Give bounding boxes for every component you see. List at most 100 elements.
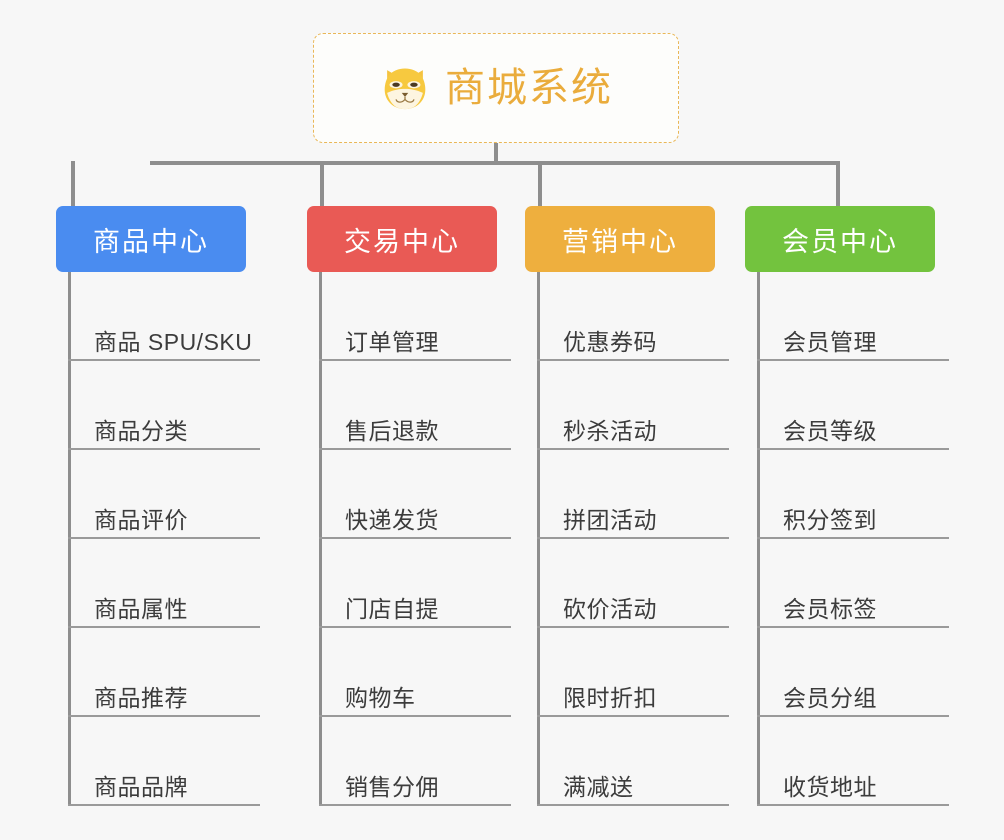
leaf-item[interactable]: 收货地址: [757, 717, 949, 806]
leaf-list-3: 会员管理 会员等级 积分签到 会员标签 会员分组 收货地址: [757, 272, 949, 806]
leaf-underline: [68, 359, 260, 361]
leaf-underline: [319, 626, 511, 628]
leaf-underline: [537, 715, 729, 717]
connector-drop-2: [538, 161, 542, 206]
leaf-label: 商品品牌: [94, 773, 188, 800]
connector-drop-3: [836, 161, 840, 206]
leaf-item[interactable]: 商品属性: [68, 539, 260, 628]
leaf-label: 门店自提: [345, 595, 439, 622]
leaf-underline: [537, 626, 729, 628]
category-label-0: 商品中心: [93, 226, 209, 257]
leaf-underline: [537, 448, 729, 450]
leaf-label: 购物车: [345, 684, 416, 711]
category-column-1: 交易中心 订单管理 售后退款 快递发货 门店自提 购物车: [307, 206, 511, 806]
leaf-label: 满减送: [563, 773, 634, 800]
leaf-item[interactable]: 会员分组: [757, 628, 949, 717]
leaf-label: 快递发货: [345, 506, 439, 533]
leaf-item[interactable]: 商品品牌: [68, 717, 260, 806]
category-label-2: 营销中心: [562, 226, 678, 257]
leaf-underline: [319, 804, 511, 806]
leaf-item[interactable]: 售后退款: [319, 361, 511, 450]
category-header-0[interactable]: 商品中心: [56, 206, 246, 272]
category-column-2: 营销中心 优惠券码 秒杀活动 拼团活动 砍价活动 限时折扣: [525, 206, 729, 806]
leaf-label: 会员等级: [783, 417, 877, 444]
leaf-underline: [319, 359, 511, 361]
leaf-item[interactable]: 积分签到: [757, 450, 949, 539]
leaf-item[interactable]: 门店自提: [319, 539, 511, 628]
category-label-3: 会员中心: [782, 226, 898, 257]
leaf-underline: [319, 715, 511, 717]
connector-drop-1: [320, 161, 324, 206]
leaf-label: 订单管理: [345, 328, 439, 355]
leaf-item[interactable]: 快递发货: [319, 450, 511, 539]
leaf-underline: [537, 804, 729, 806]
leaf-item[interactable]: 砍价活动: [537, 539, 729, 628]
connector-spine-3: [757, 272, 760, 806]
leaf-underline: [537, 537, 729, 539]
leaf-underline: [757, 359, 949, 361]
leaf-item[interactable]: 销售分佣: [319, 717, 511, 806]
leaf-label: 销售分佣: [345, 773, 439, 800]
leaf-item[interactable]: 会员标签: [757, 539, 949, 628]
leaf-item[interactable]: 会员等级: [757, 361, 949, 450]
leaf-label: 商品属性: [94, 595, 188, 622]
leaf-label: 砍价活动: [563, 595, 657, 622]
leaf-label: 售后退款: [345, 417, 439, 444]
category-header-2[interactable]: 营销中心: [525, 206, 715, 272]
leaf-label: 积分签到: [783, 506, 877, 533]
root-title: 商城系统: [445, 66, 613, 110]
leaf-label: 拼团活动: [563, 506, 657, 533]
leaf-item[interactable]: 限时折扣: [537, 628, 729, 717]
connector-drop-0: [71, 161, 75, 206]
root-node[interactable]: 商城系统: [313, 33, 679, 143]
leaf-item[interactable]: 拼团活动: [537, 450, 729, 539]
connector-root-stem: [494, 143, 498, 164]
leaf-label: 商品分类: [94, 417, 188, 444]
leaf-item[interactable]: 会员管理: [757, 272, 949, 361]
leaf-item[interactable]: 优惠券码: [537, 272, 729, 361]
leaf-item[interactable]: 秒杀活动: [537, 361, 729, 450]
leaf-label: 限时折扣: [563, 684, 657, 711]
shiba-dog-face-icon: [384, 68, 426, 110]
leaf-underline: [68, 448, 260, 450]
leaf-underline: [757, 804, 949, 806]
leaf-underline: [757, 448, 949, 450]
leaf-underline: [757, 626, 949, 628]
leaf-underline: [68, 537, 260, 539]
leaf-label: 优惠券码: [563, 328, 657, 355]
leaf-label: 商品 SPU/SKU: [94, 328, 253, 355]
leaf-underline: [319, 448, 511, 450]
leaf-label: 收货地址: [783, 773, 877, 800]
leaf-underline: [537, 359, 729, 361]
connector-spine-1: [319, 272, 322, 806]
leaf-underline: [68, 715, 260, 717]
leaf-list-2: 优惠券码 秒杀活动 拼团活动 砍价活动 限时折扣 满减送: [537, 272, 729, 806]
leaf-label: 会员分组: [783, 684, 877, 711]
leaf-underline: [68, 626, 260, 628]
leaf-item[interactable]: 商品分类: [68, 361, 260, 450]
leaf-label: 商品推荐: [94, 684, 188, 711]
leaf-item[interactable]: 商品 SPU/SKU: [68, 272, 260, 361]
leaf-item[interactable]: 商品评价: [68, 450, 260, 539]
category-column-0: 商品中心 商品 SPU/SKU 商品分类 商品评价 商品属性 商品推荐: [56, 206, 260, 806]
leaf-label: 秒杀活动: [563, 417, 657, 444]
leaf-label: 会员标签: [783, 595, 877, 622]
leaf-item[interactable]: 订单管理: [319, 272, 511, 361]
leaf-list-0: 商品 SPU/SKU 商品分类 商品评价 商品属性 商品推荐 商品品牌: [68, 272, 260, 806]
category-label-1: 交易中心: [344, 226, 460, 257]
category-column-3: 会员中心 会员管理 会员等级 积分签到 会员标签 会员分组: [745, 206, 949, 806]
leaf-label: 会员管理: [783, 328, 877, 355]
leaf-item[interactable]: 满减送: [537, 717, 729, 806]
leaf-item[interactable]: 购物车: [319, 628, 511, 717]
leaf-underline: [757, 537, 949, 539]
category-header-3[interactable]: 会员中心: [745, 206, 935, 272]
category-header-1[interactable]: 交易中心: [307, 206, 497, 272]
leaf-underline: [319, 537, 511, 539]
leaf-label: 商品评价: [94, 506, 188, 533]
connector-spine-0: [68, 272, 71, 806]
leaf-underline: [757, 715, 949, 717]
leaf-item[interactable]: 商品推荐: [68, 628, 260, 717]
leaf-underline: [68, 804, 260, 806]
connector-spine-2: [537, 272, 540, 806]
